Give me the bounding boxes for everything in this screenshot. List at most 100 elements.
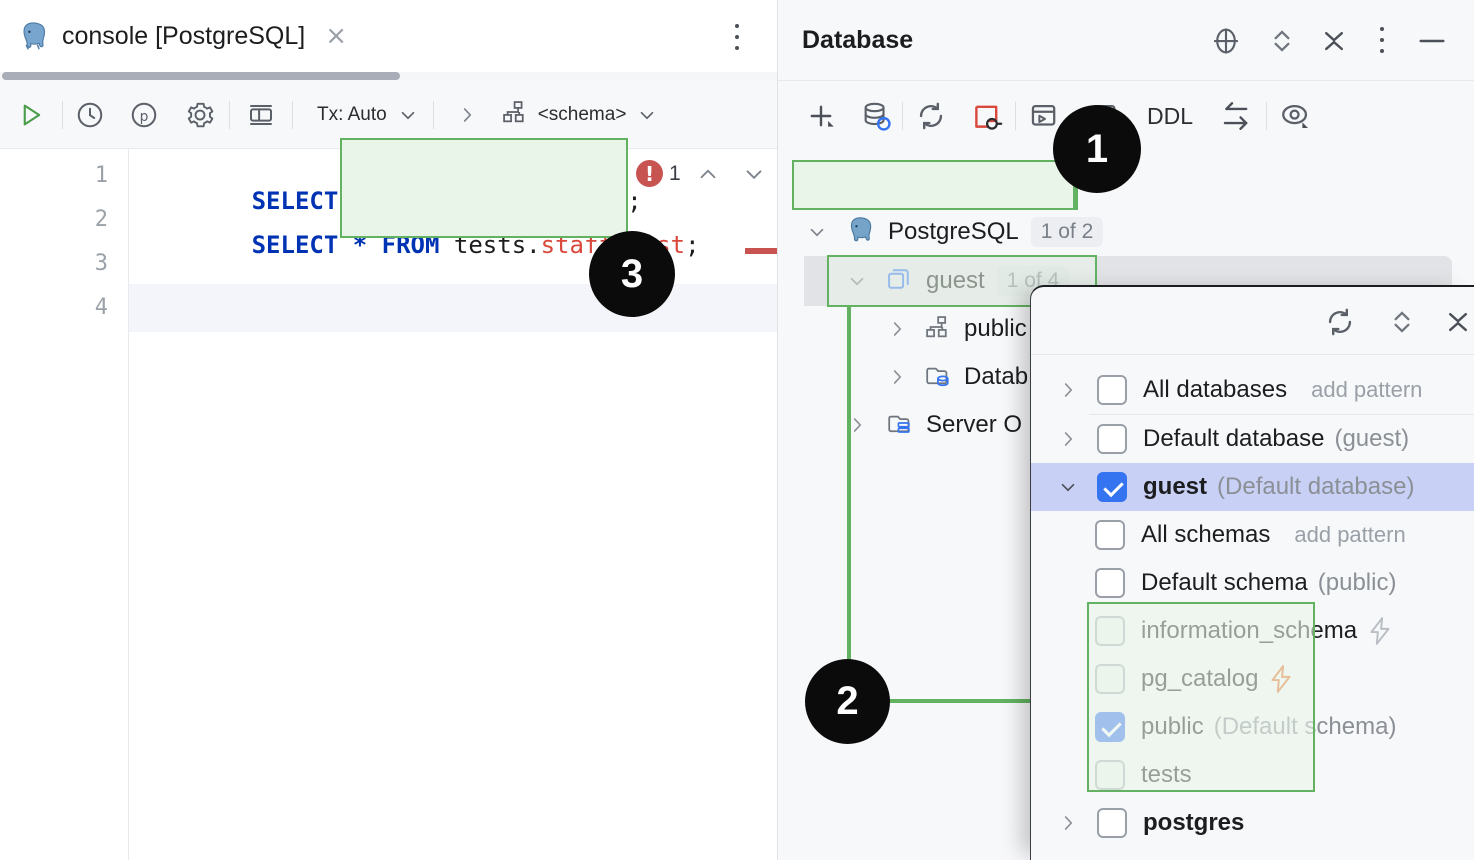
chevron-right-icon[interactable] bbox=[1057, 812, 1079, 834]
list-item-tests[interactable]: tests bbox=[1031, 751, 1474, 799]
server-objects-folder-icon bbox=[884, 409, 914, 442]
chevron-right-icon[interactable] bbox=[806, 173, 828, 195]
checkbox-information-schema[interactable] bbox=[1095, 616, 1125, 646]
checkbox-all-schemas[interactable] bbox=[1095, 520, 1125, 550]
expand-collapse-icon[interactable] bbox=[1385, 305, 1419, 344]
chevron-right-icon[interactable] bbox=[1057, 428, 1079, 450]
tree-item-label: PostgreSQL bbox=[888, 218, 1019, 245]
close-icon[interactable]: × bbox=[325, 21, 347, 51]
layout-icon[interactable] bbox=[230, 100, 292, 130]
connector-line-vertical bbox=[847, 307, 851, 702]
checkbox-default-database[interactable] bbox=[1097, 424, 1127, 454]
error-stripe-marker[interactable] bbox=[745, 248, 777, 254]
list-item-all-schemas[interactable]: All schemas add pattern bbox=[1031, 511, 1474, 559]
checkbox-default-schema[interactable] bbox=[1095, 568, 1125, 598]
tree-item-label: public bbox=[964, 315, 1027, 342]
editor-tab-console[interactable]: console [PostgreSQL] × bbox=[18, 0, 347, 72]
gear-icon[interactable] bbox=[171, 100, 229, 130]
sql-editor-pane: console [PostgreSQL] × p bbox=[0, 0, 777, 860]
toolbar-divider bbox=[292, 100, 293, 129]
list-item-guest[interactable]: guest (Default database) bbox=[1031, 463, 1474, 511]
popup-toolbar bbox=[1031, 287, 1474, 355]
run-icon[interactable] bbox=[0, 100, 62, 130]
transaction-mode-selector[interactable]: Tx: Auto bbox=[303, 104, 433, 126]
tree-item-databases-folder[interactable]: Datab bbox=[778, 353, 1474, 401]
checkbox-all-databases[interactable] bbox=[1097, 375, 1127, 405]
more-options-icon[interactable] bbox=[1372, 27, 1392, 53]
expand-collapse-icon[interactable] bbox=[1265, 24, 1299, 63]
horizontal-scrollbar[interactable] bbox=[2, 72, 400, 80]
collapse-all-icon[interactable] bbox=[1317, 24, 1351, 63]
checkbox-postgres[interactable] bbox=[1097, 808, 1127, 838]
history-clock-icon[interactable] bbox=[63, 100, 117, 130]
collapse-all-icon[interactable] bbox=[1441, 305, 1474, 344]
open-console-icon[interactable] bbox=[1016, 99, 1074, 133]
schema-chooser-popup: All databases add pattern Default databa… bbox=[1030, 285, 1474, 860]
list-item-label: Default schema bbox=[1141, 569, 1308, 596]
list-item-information-schema[interactable]: information_schema bbox=[1031, 607, 1474, 655]
toolbar-divider bbox=[1266, 102, 1267, 130]
list-item-all-databases[interactable]: All databases add pattern bbox=[1031, 366, 1474, 414]
chevron-right-icon[interactable] bbox=[1057, 379, 1079, 401]
list-item-note: (Default database) bbox=[1217, 473, 1415, 500]
list-item-label: pg_catalog bbox=[1141, 665, 1259, 692]
editor-tab-bar: console [PostgreSQL] × bbox=[0, 0, 777, 72]
tree-item-public[interactable]: public bbox=[778, 305, 1474, 353]
line-number: 4 bbox=[94, 295, 108, 320]
list-item-label: tests bbox=[1141, 761, 1192, 788]
database-copies-icon bbox=[884, 265, 914, 298]
annotation-marker-1: 1 bbox=[1053, 105, 1141, 193]
refresh-icon[interactable] bbox=[903, 99, 959, 133]
toolbar-divider bbox=[902, 102, 903, 130]
database-toolbar: DDL bbox=[778, 82, 1474, 150]
line-number: 3 bbox=[94, 251, 108, 276]
page-title: Database bbox=[802, 26, 914, 54]
add-pattern-link[interactable]: add pattern bbox=[1294, 522, 1406, 547]
locate-target-icon[interactable] bbox=[1209, 24, 1243, 63]
inspection-widget[interactable]: ! 1 bbox=[636, 160, 767, 187]
list-item-default-database[interactable]: Default database (guest) bbox=[1031, 415, 1474, 463]
list-item-pg-catalog[interactable]: pg_catalog bbox=[1031, 655, 1474, 703]
sql-schema-ref: tests. bbox=[453, 231, 541, 259]
tree-item-label: Server O bbox=[926, 411, 1023, 438]
disconnect-icon[interactable] bbox=[959, 99, 1015, 133]
refresh-icon[interactable] bbox=[1323, 305, 1357, 344]
add-icon[interactable] bbox=[792, 99, 850, 133]
tree-item-label: guest bbox=[926, 267, 985, 294]
tree-item-server-objects[interactable]: Server O bbox=[778, 401, 1474, 449]
annotation-marker-3: 3 bbox=[589, 231, 675, 317]
toolbar-divider bbox=[1015, 102, 1016, 130]
checkbox-guest[interactable] bbox=[1097, 472, 1127, 502]
database-panel-header: Database bbox=[778, 0, 1474, 81]
tree-item-postgresql[interactable]: PostgreSQL 1 of 2 bbox=[778, 208, 1474, 256]
view-options-icon[interactable] bbox=[1267, 99, 1325, 133]
checkbox-pg-catalog[interactable] bbox=[1095, 664, 1125, 694]
schema-selector[interactable]: <schema> bbox=[500, 98, 659, 131]
toolbar-divider bbox=[432, 100, 434, 129]
chevron-down-icon[interactable] bbox=[741, 161, 767, 187]
chevron-down-icon[interactable] bbox=[846, 270, 868, 292]
list-item-public[interactable]: public (Default schema) bbox=[1031, 703, 1474, 751]
ddl-label: DDL bbox=[1146, 102, 1193, 129]
chevron-right-icon[interactable] bbox=[846, 414, 868, 436]
chevron-right-icon[interactable] bbox=[434, 104, 500, 126]
chevron-down-icon[interactable] bbox=[1057, 476, 1079, 498]
minimize-icon[interactable] bbox=[1414, 24, 1450, 63]
chevron-up-icon[interactable] bbox=[695, 161, 721, 187]
data-source-properties-icon[interactable] bbox=[850, 99, 902, 133]
modify-icon[interactable] bbox=[1208, 99, 1266, 133]
chevron-right-icon[interactable] bbox=[886, 318, 908, 340]
profiler-icon[interactable]: p bbox=[117, 100, 171, 130]
list-item-postgres[interactable]: postgres bbox=[1031, 799, 1474, 847]
add-pattern-link[interactable]: add pattern bbox=[1311, 377, 1423, 402]
chevron-right-icon[interactable] bbox=[886, 366, 908, 388]
checkbox-tests[interactable] bbox=[1095, 760, 1125, 790]
more-options-icon[interactable] bbox=[725, 24, 749, 50]
list-item-label: public bbox=[1141, 713, 1204, 740]
ddl-button[interactable]: DDL bbox=[1132, 103, 1208, 130]
checkbox-public[interactable] bbox=[1095, 712, 1125, 742]
list-item-default-schema[interactable]: Default schema (public) bbox=[1031, 559, 1474, 607]
database-folder-icon bbox=[922, 361, 952, 394]
chevron-down-icon[interactable] bbox=[806, 221, 828, 243]
list-item-note: (guest) bbox=[1334, 425, 1410, 452]
